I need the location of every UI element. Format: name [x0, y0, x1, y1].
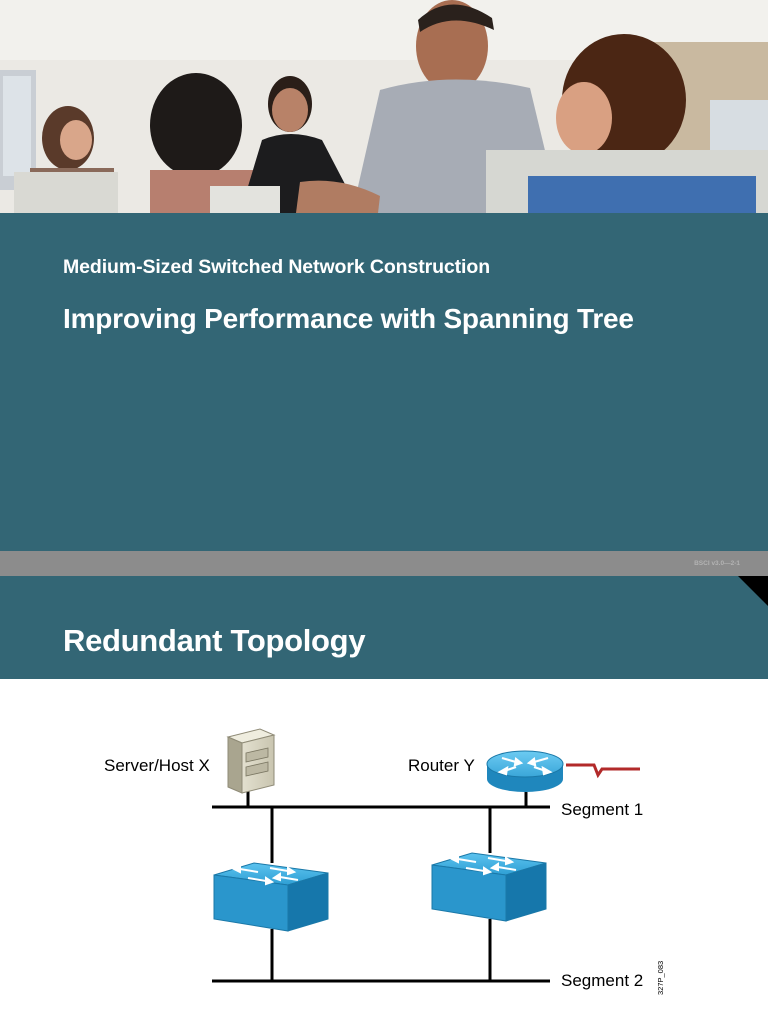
slide-title: Redundant Topology — [63, 623, 366, 658]
slide-header: Redundant Topology — [0, 576, 768, 679]
figure-id: 327P_083 — [656, 961, 665, 995]
segment-2-label: Segment 2 — [561, 971, 643, 990]
switch-icon — [431, 852, 547, 922]
classroom-photo — [0, 0, 768, 213]
title-slide: Medium-Sized Switched Network Constructi… — [0, 0, 768, 551]
segment-1-label: Segment 1 — [561, 800, 643, 819]
slide-subtitle: Medium-Sized Switched Network Constructi… — [63, 256, 490, 278]
server-label: Server/Host X — [104, 756, 210, 775]
server-icon — [226, 728, 276, 794]
slide-code: BSCI v3.0—2-1 — [694, 560, 740, 567]
corner-fold-decoration — [738, 576, 768, 606]
router-label: Router Y — [408, 756, 475, 775]
redundant-topology-diagram: Server/Host X Router Y Segment 1 Segment… — [0, 679, 768, 1024]
slide-title: Improving Performance with Spanning Tree — [63, 303, 634, 334]
router-icon — [486, 750, 564, 792]
wan-link — [566, 763, 640, 779]
slide-separator: BSCI v3.0—2-1 — [0, 551, 768, 576]
switch-icon — [213, 862, 329, 932]
